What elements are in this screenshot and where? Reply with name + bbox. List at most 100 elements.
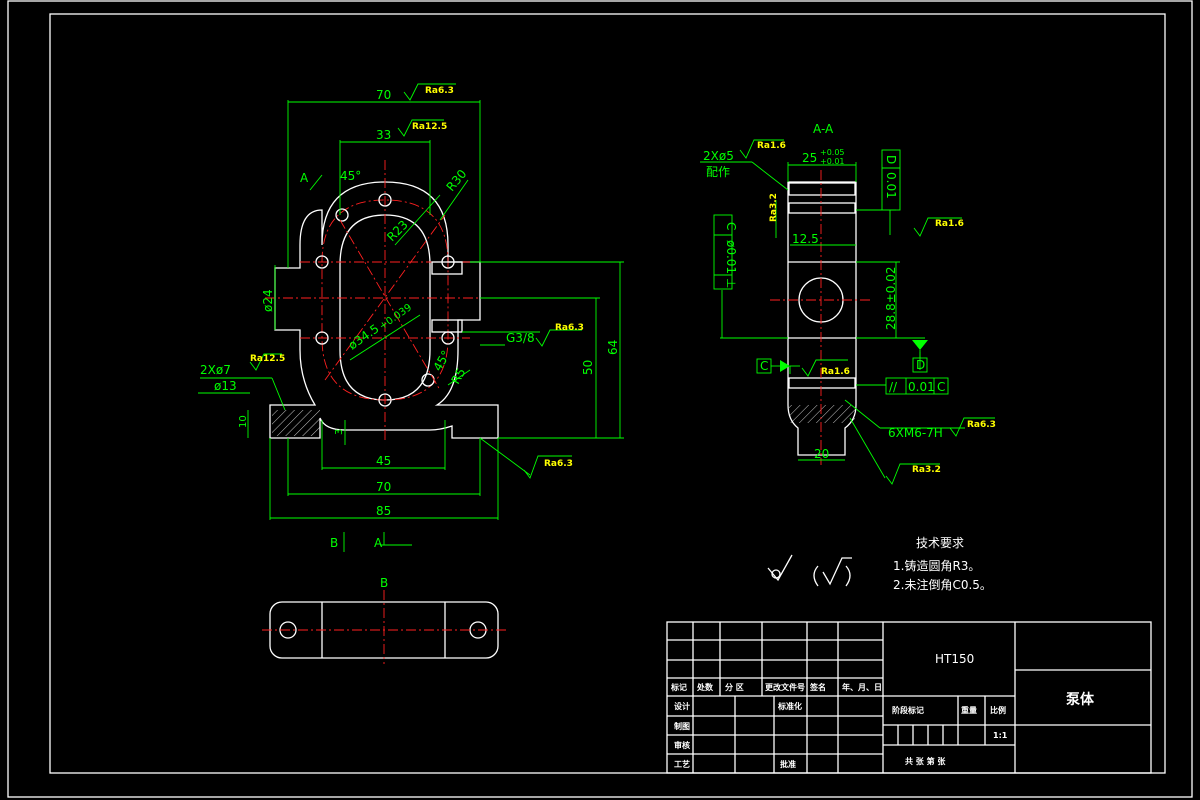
view-b-title: B <box>380 576 388 590</box>
dim-phi24: ø24 <box>261 289 275 312</box>
title-block-grid <box>667 622 1151 773</box>
par-frame <box>885 377 949 395</box>
title-block: HT150 泵体 标记 处数 分 区 更改文件号 签名 年、月、日 设计 标准化… <box>666 621 1152 774</box>
dim-70-bottom: 70 <box>376 480 391 494</box>
tb-weight: 重量 <box>961 705 977 715</box>
dim-70-top: 70 <box>376 88 391 102</box>
tb-standard: 标准化 <box>777 701 802 711</box>
datum-c <box>756 358 790 374</box>
sec-thread-note: 6XM6-7H <box>888 426 943 440</box>
port-hatch-top <box>431 261 463 275</box>
tb-check: 审核 <box>674 740 690 750</box>
view-arrows <box>343 532 412 552</box>
sec-ra-hole-sym <box>739 139 784 159</box>
section-dims <box>700 161 965 479</box>
sec-hole-note: 2Xø5 <box>703 149 734 163</box>
dim-33: 33 <box>376 128 391 142</box>
section-body <box>787 181 857 456</box>
sec-ra-bottom-sym <box>885 463 940 485</box>
sec-ra-thread-sym <box>949 417 995 437</box>
tb-approve: 批准 <box>780 759 796 769</box>
dim-r23: R23 <box>384 218 411 245</box>
roughness-general-symbol <box>767 554 852 587</box>
ra-thread: Ra6.3 <box>555 323 584 333</box>
sec-tol-par: // <box>889 380 898 394</box>
part-name: 泵体 <box>1066 691 1095 708</box>
inner-frame <box>49 13 1166 774</box>
dim-3: 3 <box>334 429 345 435</box>
sec-dim-125: 12.5 <box>792 232 819 246</box>
tb-label-mark: 标记 <box>670 682 687 692</box>
port-hatch-bot <box>431 319 463 333</box>
view-mark-a: A <box>374 536 383 550</box>
sec-tol-25-low: +0.01 <box>820 157 845 166</box>
tech-title: 技术要求 <box>916 536 964 550</box>
sec-tol-par-val: 0.01 <box>908 380 935 394</box>
dim-50: 50 <box>581 360 595 375</box>
foot-hatch <box>272 410 320 436</box>
sec-tol-d-ref: D <box>884 155 898 164</box>
diag-center <box>339 219 441 391</box>
section-hatch-mid <box>788 202 856 214</box>
view-b: B <box>262 576 506 664</box>
sec-dim-288: 28.8±0.02 <box>884 267 898 331</box>
sec-ra-thread: Ra6.3 <box>967 420 996 430</box>
dim-tol-phi345: +0.039 <box>377 302 414 332</box>
datum-d <box>912 340 928 373</box>
hole-cbore: ø13 <box>214 379 237 393</box>
tb-label-date: 年、月、日 <box>842 682 882 692</box>
tb-label-zone: 分 区 <box>725 682 744 692</box>
dim-r30: R30 <box>444 167 470 194</box>
view-mark-b: B <box>330 536 338 550</box>
technical-requirements: 技术要求 1.铸造圆角R3。 2.未注倒角C0.5。 <box>767 536 992 592</box>
sec-dim-25: 25 <box>802 151 817 165</box>
dim-phi345: ø34.5 <box>346 321 382 352</box>
section-title: A-A <box>813 122 834 136</box>
sec-tol-perp-ref: C <box>724 222 738 230</box>
tb-stage: 阶段标记 <box>892 705 924 715</box>
section-hatch-top <box>788 182 856 196</box>
sec-tol-d-val: 0.01 <box>884 172 898 199</box>
dim-45deg-b: 45° <box>430 348 453 373</box>
section-view: A-A 2Xø5 配作 Ra1.6 <box>700 122 996 485</box>
ra-33: Ra12.5 <box>412 122 447 132</box>
tb-process: 工艺 <box>674 759 690 769</box>
sec-ra-bore-sym <box>801 359 848 377</box>
sec-tol-perp: ⊥ <box>724 278 738 288</box>
tb-label-count: 处数 <box>696 682 714 692</box>
tech-item-1: 1.铸造圆角R3。 <box>893 558 980 573</box>
ra-top: Ra6.3 <box>425 86 454 96</box>
ra-holes: Ra12.5 <box>250 354 285 364</box>
section-hatch-bot <box>789 405 855 423</box>
material: HT150 <box>935 652 974 666</box>
diag-center2 <box>324 214 446 381</box>
section-hatch-low <box>788 377 856 389</box>
datum-c-label: C <box>760 359 768 373</box>
datum-d-label: D <box>916 358 925 372</box>
sec-ra-bore: Ra1.6 <box>821 367 850 377</box>
sec-ra-hole: Ra1.6 <box>757 141 786 151</box>
dim-45: 45 <box>376 454 391 468</box>
section-mark-a: A <box>300 171 309 185</box>
d-frame <box>881 149 901 211</box>
sec-ra-top-right: Ra1.6 <box>935 219 964 229</box>
sec-tol-par-ref: C <box>937 380 945 394</box>
roughness-symbols <box>249 83 582 479</box>
thread-note: G3/8 <box>506 331 535 345</box>
cavity <box>339 214 431 401</box>
body-outline <box>269 181 499 439</box>
dim-45deg: 45° <box>340 169 361 183</box>
sec-tol-25-up: +0.05 <box>820 148 845 157</box>
front-view: 70 33 45° R30 R23 ø24 ø34.5 +0.039 R5 45… <box>198 83 624 552</box>
ra-base: Ra6.3 <box>544 459 573 469</box>
tb-sheets: 共 张 第 张 <box>905 756 946 766</box>
sec-dim-20: 20 <box>814 447 829 461</box>
tb-design: 设计 <box>674 701 690 711</box>
tb-label-sign: 签名 <box>809 682 826 692</box>
sec-hole-note2: 配作 <box>706 165 730 179</box>
title-block-frame <box>666 621 1152 774</box>
sec-ra-bottom: Ra3.2 <box>912 465 941 475</box>
tb-drawn: 制图 <box>674 721 690 731</box>
tb-scale-label: 比例 <box>990 705 1006 715</box>
